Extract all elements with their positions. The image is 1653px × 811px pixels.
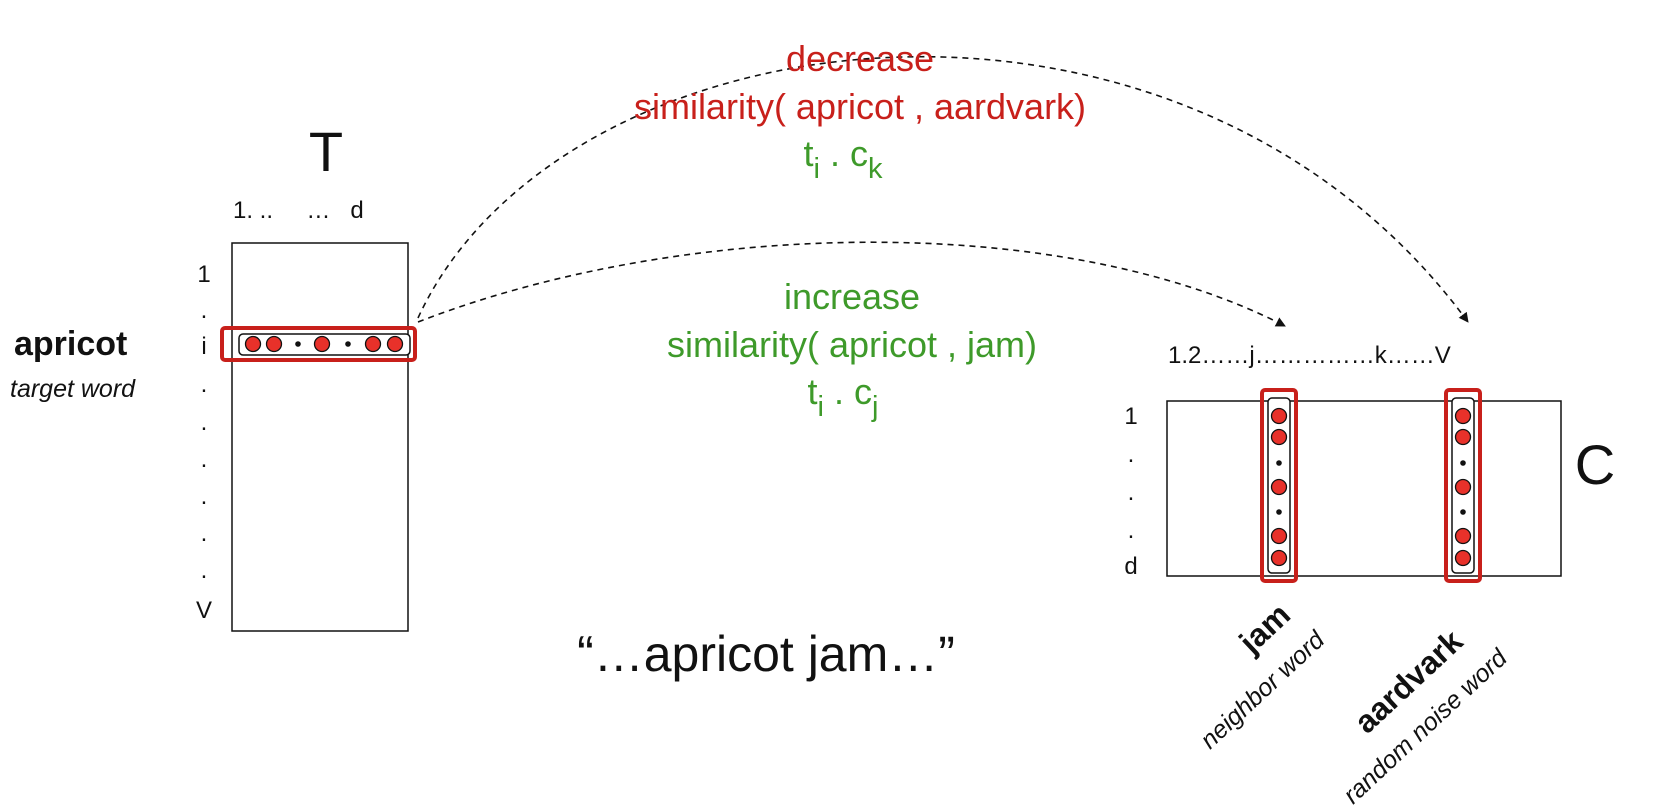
matrix-t-title: T bbox=[309, 120, 343, 183]
row-label: d bbox=[1124, 553, 1137, 580]
ellipsis-dot bbox=[295, 341, 301, 347]
increase-label: increase bbox=[784, 276, 920, 317]
row-label: V bbox=[196, 597, 212, 624]
ellipsis-dot bbox=[1276, 509, 1282, 515]
vector-element-dot bbox=[1454, 478, 1472, 496]
vector-element-dot bbox=[1270, 478, 1288, 496]
vector-element-dot bbox=[1454, 428, 1472, 446]
row-label: . bbox=[201, 409, 208, 436]
matrix-c bbox=[1166, 400, 1562, 577]
vector-element-dot bbox=[1454, 407, 1472, 425]
increase-expression: similarity( apricot , jam) bbox=[667, 324, 1037, 365]
matrix-c-row-labels: 1 . . . d bbox=[1124, 403, 1137, 580]
decrease-label: decrease bbox=[786, 38, 934, 79]
vector-element-dot bbox=[1270, 428, 1288, 446]
vector-element-dot bbox=[1270, 549, 1288, 567]
ellipsis-dot bbox=[1460, 509, 1466, 515]
row-label: i bbox=[201, 333, 206, 360]
apricot-row-highlight bbox=[220, 326, 417, 362]
apricot-vector-dots bbox=[244, 335, 404, 353]
row-label: 1 bbox=[1124, 403, 1137, 430]
matrix-t-row-labels: 1 . i . . . . . . V bbox=[196, 261, 212, 624]
row-label: . bbox=[201, 297, 208, 324]
row-label: . bbox=[1128, 441, 1135, 468]
context-phrase: “…apricot jam…” bbox=[577, 626, 955, 682]
ellipsis-dot bbox=[1276, 460, 1282, 466]
decrease-arrow bbox=[417, 56, 1469, 323]
row-label: . bbox=[201, 483, 208, 510]
increase-dot-product: ti . cj bbox=[808, 371, 879, 423]
vector-element-dot bbox=[364, 335, 382, 353]
jam-column-highlight bbox=[1260, 388, 1298, 583]
vector-element-dot bbox=[1270, 407, 1288, 425]
row-label: . bbox=[1128, 479, 1135, 506]
vector-element-dot bbox=[1270, 527, 1288, 545]
aardvark-vector-dots bbox=[1454, 407, 1472, 567]
aardvark-column-highlight bbox=[1444, 388, 1482, 583]
decrease-expression: similarity( apricot , aardvark) bbox=[634, 86, 1086, 127]
ellipsis-dot bbox=[1460, 460, 1466, 466]
row-label: . bbox=[201, 520, 208, 547]
matrix-t-column-header: 1. .. … d bbox=[233, 197, 364, 224]
target-word-role: target word bbox=[10, 375, 136, 403]
ellipsis-dot bbox=[345, 341, 351, 347]
row-label: . bbox=[1128, 517, 1135, 544]
vector-element-dot bbox=[244, 335, 262, 353]
row-label: 1 bbox=[197, 261, 210, 288]
jam-vector-dots bbox=[1270, 407, 1288, 567]
matrix-c-column-header: 1.2……j……………k……V bbox=[1168, 342, 1451, 369]
vector-element-dot bbox=[265, 335, 283, 353]
target-word: apricot bbox=[14, 325, 127, 363]
vector-element-dot bbox=[1454, 527, 1472, 545]
row-label: . bbox=[201, 557, 208, 584]
row-label: . bbox=[201, 446, 208, 473]
increase-arrow bbox=[417, 241, 1286, 327]
row-label: . bbox=[201, 371, 208, 398]
vector-element-dot bbox=[313, 335, 331, 353]
decrease-dot-product: ti . ck bbox=[804, 133, 883, 185]
matrix-c-title: C bbox=[1575, 433, 1615, 496]
vector-element-dot bbox=[386, 335, 404, 353]
matrix-t bbox=[231, 242, 409, 632]
vector-element-dot bbox=[1454, 549, 1472, 567]
